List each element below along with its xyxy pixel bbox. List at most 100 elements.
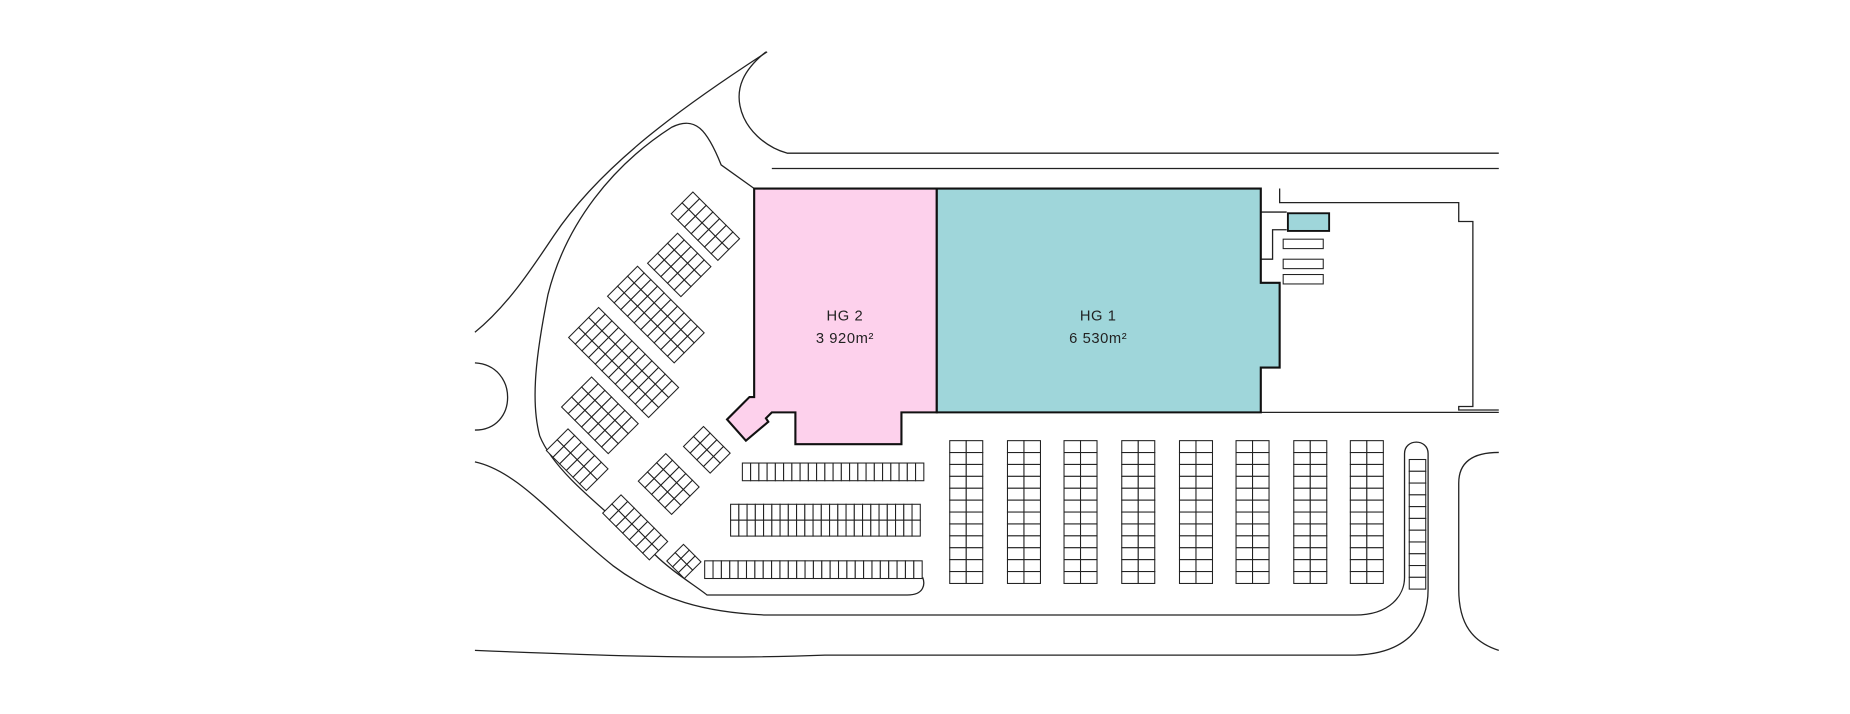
hg1-annex [1286, 212, 1331, 232]
parking-space [1408, 529, 1427, 543]
parking-space [1366, 559, 1384, 573]
parking-space [1137, 499, 1156, 513]
parking-space [1121, 547, 1139, 561]
parking-space [1293, 547, 1311, 561]
parking-space [1252, 547, 1270, 561]
parking-block [637, 452, 700, 516]
building-hg2[interactable]: HG 2 3 920m² [725, 187, 938, 446]
parking-space [965, 523, 984, 537]
parking-space [1121, 571, 1139, 584]
parking-space [1235, 475, 1254, 489]
parking-space [886, 503, 897, 521]
parking-space [812, 503, 822, 521]
parking-space [1178, 499, 1197, 513]
parking-space [965, 547, 984, 561]
parking-space [641, 400, 660, 419]
parking-space [1023, 440, 1041, 454]
building-hg1[interactable]: HG 1 6 530m² [935, 187, 1281, 414]
parking-space [1023, 499, 1041, 513]
parking-space [1309, 571, 1328, 584]
parking-space [1121, 475, 1139, 489]
parking-space [1235, 535, 1254, 549]
parking-space [1079, 475, 1098, 489]
parking-space [677, 563, 694, 580]
parking-space [1366, 475, 1384, 489]
parking-space [712, 560, 722, 580]
parking-space [1408, 494, 1427, 508]
parking-space [796, 560, 806, 580]
parking-space [965, 487, 984, 501]
parking-space [754, 560, 764, 580]
parking-space [1079, 463, 1098, 477]
parking-space [730, 519, 740, 537]
parking-space [1195, 511, 1214, 525]
parking-space [1079, 499, 1098, 513]
parking-space [1178, 487, 1197, 501]
parking-space [664, 497, 682, 516]
parking-space [787, 560, 798, 580]
parking [545, 191, 1427, 590]
parking-block [670, 191, 741, 262]
hg2-footprint[interactable] [725, 187, 938, 446]
parking-space [1137, 440, 1156, 454]
parking-space [1235, 511, 1254, 525]
parking-space [1137, 511, 1156, 525]
parking-space [1137, 475, 1156, 489]
parking-space [1309, 523, 1328, 537]
parking-space [906, 462, 917, 482]
parking-block [601, 494, 669, 561]
parking-space [812, 560, 823, 580]
parking-space [1349, 547, 1368, 561]
parking-space [1121, 452, 1139, 465]
parking-space [1293, 452, 1311, 465]
parking-space [787, 519, 798, 537]
parking-space [1063, 487, 1082, 501]
parking-space [641, 543, 660, 561]
parking-space [1178, 547, 1197, 561]
parking-space [1366, 452, 1384, 465]
parking-space [1252, 511, 1270, 525]
parking-space [1063, 535, 1082, 549]
parking-space [1121, 523, 1139, 537]
parking-space [1137, 535, 1156, 549]
parking-space [829, 519, 839, 537]
parking-space [1121, 499, 1139, 513]
parking-space [1121, 463, 1139, 477]
parking-space [1252, 463, 1270, 477]
parking-space [949, 499, 967, 513]
parking-space [1366, 547, 1384, 561]
parking-space [949, 547, 967, 561]
parking-space [1195, 475, 1214, 489]
parking-block [1006, 440, 1041, 584]
parking-space [1309, 535, 1328, 549]
hg1-footprint[interactable] [935, 187, 1281, 414]
parking-space [1023, 487, 1041, 501]
parking-space [1195, 499, 1214, 513]
parking-space [771, 503, 781, 521]
parking-space [845, 503, 855, 521]
parking-space [1063, 547, 1082, 561]
parking-space [787, 503, 798, 521]
parking-space [882, 462, 892, 482]
parking-space [1079, 452, 1098, 465]
parking-block [949, 440, 984, 584]
parking-space [1349, 440, 1368, 454]
parking-space [965, 463, 984, 477]
parking-space [1195, 571, 1214, 584]
parking-space [799, 462, 809, 482]
parking-block [682, 425, 731, 474]
parking-space [1137, 571, 1156, 584]
parking-space [895, 519, 905, 537]
parking-space [1006, 499, 1025, 513]
parking-space [1366, 487, 1384, 501]
parking-space [1252, 487, 1270, 501]
parking-space [774, 462, 785, 482]
parking-space [898, 462, 908, 482]
parking-space [1293, 523, 1311, 537]
parking-space [1063, 571, 1082, 584]
parking-space [1079, 559, 1098, 573]
parking-space [1235, 487, 1254, 501]
parking-space [807, 462, 818, 482]
parking-space [737, 560, 748, 580]
